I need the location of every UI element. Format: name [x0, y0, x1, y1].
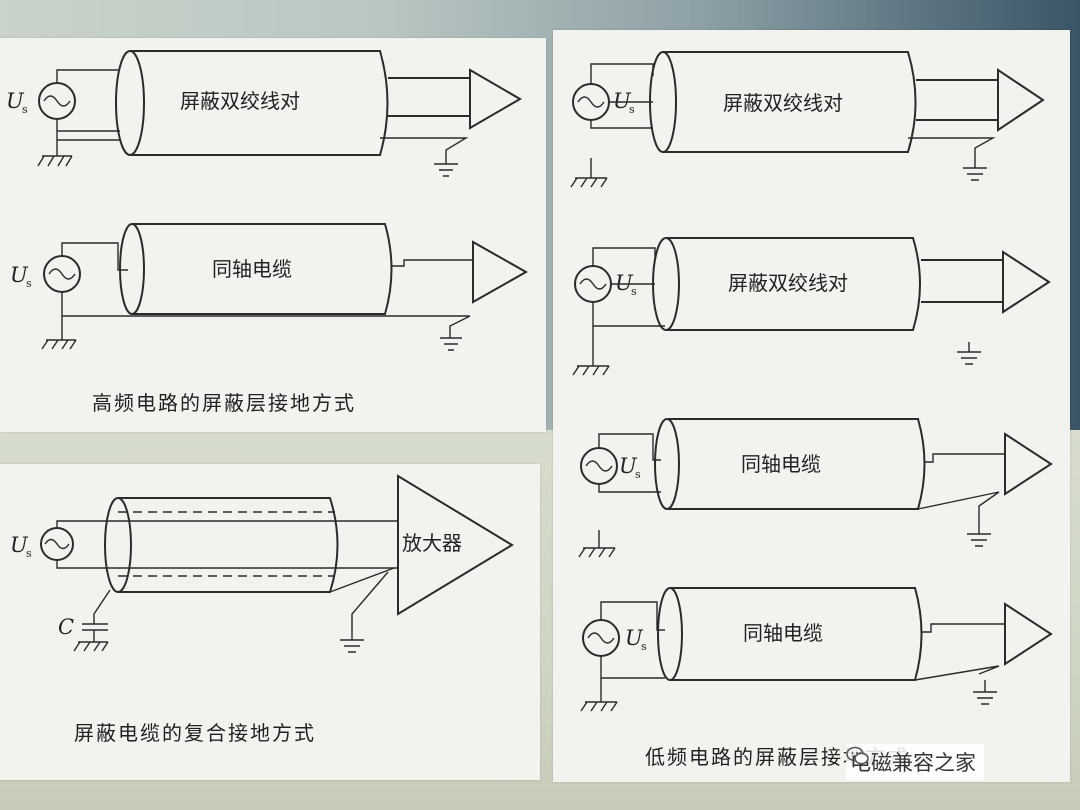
- sine-wave-icon: [48, 268, 76, 280]
- source-symbol: U: [6, 89, 25, 113]
- cable-body: [667, 418, 926, 510]
- ground-hatch-icon: [580, 678, 618, 712]
- signal-lead: [392, 259, 473, 267]
- caption-composite-grounding: 屏蔽电缆的复合接地方式: [74, 721, 316, 745]
- ground-icon: [973, 680, 997, 705]
- cable-label: 同轴电缆: [743, 621, 823, 645]
- cable-body: [666, 237, 921, 331]
- wechat-icon: [846, 746, 869, 765]
- source-subscript: s: [641, 640, 647, 653]
- sine-wave-icon: [44, 538, 70, 550]
- shield-drain: [351, 571, 389, 640]
- sine-wave-icon: [577, 96, 605, 108]
- source-subscript: s: [22, 103, 28, 116]
- cable-end-ellipse: [649, 51, 677, 153]
- source-symbol: U: [10, 533, 29, 557]
- cable-label: 同轴电缆: [741, 452, 821, 476]
- cable-label: 屏蔽双绞线对: [180, 89, 300, 113]
- ground-icon: [440, 337, 462, 351]
- circuit-hf-coax: U s 同轴电缆: [10, 223, 529, 351]
- shield-drain: [380, 137, 469, 164]
- circuit-composite: U s 放大器 C: [10, 474, 514, 653]
- inner-shield-dashed: [118, 511, 335, 577]
- source-symbol: U: [625, 626, 644, 650]
- cable-label: 屏蔽双绞线对: [723, 91, 843, 115]
- cable-body: [130, 50, 389, 156]
- capacitor-label: C: [58, 615, 74, 639]
- signal-lead: [921, 623, 1005, 633]
- ground-hatch-icon: [37, 140, 73, 167]
- cable-end-ellipse: [657, 587, 683, 681]
- diagram-high-frequency: U s 屏蔽双绞线对 U s 同轴电缆 高频电路的屏蔽层接地方式: [6, 50, 529, 415]
- cable-end-ellipse: [119, 223, 145, 315]
- sine-wave-icon: [585, 460, 613, 472]
- ground-icon: [967, 533, 991, 547]
- amplifier-triangle: [921, 250, 1051, 314]
- source-subscript: s: [631, 285, 637, 298]
- shield-drain: [449, 315, 471, 338]
- sine-wave-icon: [587, 632, 615, 644]
- diagram-low-frequency: U s 屏蔽双绞线对 U s 屏蔽双绞线对 U s 同轴电缆: [570, 51, 1053, 769]
- cable-body: [663, 51, 917, 153]
- cable-end-ellipse: [652, 237, 680, 331]
- shield-drain: [908, 137, 996, 168]
- diagram-composite-grounding: U s 放大器 C 屏蔽电缆的复合接地方式: [10, 474, 514, 745]
- shield-link: [914, 665, 1000, 681]
- cable-label: 同轴电缆: [212, 257, 292, 281]
- source-subscript: s: [26, 277, 32, 290]
- cable-body: [118, 497, 339, 593]
- cable-body: [132, 223, 393, 315]
- ground-hatch-icon: [73, 641, 109, 652]
- watermark: 电磁兼容之家: [846, 744, 984, 780]
- ground-hatch-icon: [41, 316, 77, 350]
- sine-wave-icon: [43, 95, 71, 107]
- amplifier-triangle: [472, 240, 529, 304]
- panel-composite-grounding: U s 放大器 C 屏蔽电缆的复合接地方式: [0, 464, 540, 780]
- source-subscript: s: [629, 103, 635, 116]
- sine-wave-icon: [579, 278, 607, 290]
- ground-icon: [340, 639, 364, 653]
- source-subscript: s: [635, 468, 641, 481]
- source-symbol: U: [613, 89, 632, 113]
- cable-body: [670, 587, 923, 681]
- source-lead-top: [61, 242, 128, 271]
- amplifier-triangle: [397, 474, 514, 616]
- shield-drain: [917, 491, 1000, 534]
- source-symbol: U: [615, 271, 634, 295]
- caption-high-frequency: 高频电路的屏蔽层接地方式: [92, 391, 356, 415]
- ground-icon: [434, 163, 458, 177]
- circuit-hf-twisted-pair: U s 屏蔽双绞线对: [6, 50, 522, 177]
- shield-to-amp: [329, 567, 395, 593]
- circuit-lf-twisted-pair-1: U s 屏蔽双绞线对: [570, 51, 1045, 188]
- amplifier-triangle: [916, 68, 1045, 132]
- cable-end-ellipse: [115, 50, 145, 156]
- amplifier-triangle: [1004, 432, 1053, 496]
- watermark-text: 电磁兼容之家: [850, 751, 976, 775]
- circuit-lf-twisted-pair-2: U s 屏蔽双绞线对: [572, 237, 1051, 376]
- circuit-lf-coax-1: U s 同轴电缆: [578, 418, 1053, 558]
- ground-hatch-icon: [578, 530, 616, 558]
- signal-lead: [925, 453, 1005, 463]
- source-subscript: s: [26, 547, 32, 560]
- amplifier-triangle: [388, 68, 522, 130]
- amplifier-label: 放大器: [402, 531, 462, 555]
- ground-hatch-icon: [570, 158, 608, 188]
- panel-low-frequency: U s 屏蔽双绞线对 U s 屏蔽双绞线对 U s 同轴电缆: [553, 30, 1070, 782]
- source-symbol: U: [10, 263, 29, 287]
- ground-hatch-icon: [572, 326, 610, 376]
- signal-pair: [56, 520, 398, 569]
- cable-label: 屏蔽双绞线对: [728, 271, 848, 295]
- ground-icon: [963, 167, 987, 181]
- circuit-lf-coax-2: U s 同轴电缆: [580, 587, 1053, 712]
- source-symbol: U: [619, 454, 638, 478]
- cable-end-ellipse: [654, 418, 680, 510]
- ground-icon: [957, 342, 981, 365]
- panel-high-frequency: U s 屏蔽双绞线对 U s 同轴电缆 高频电路的屏蔽层接地方式: [0, 38, 546, 432]
- amplifier-triangle: [1004, 602, 1053, 666]
- capacitor-icon: [82, 589, 111, 642]
